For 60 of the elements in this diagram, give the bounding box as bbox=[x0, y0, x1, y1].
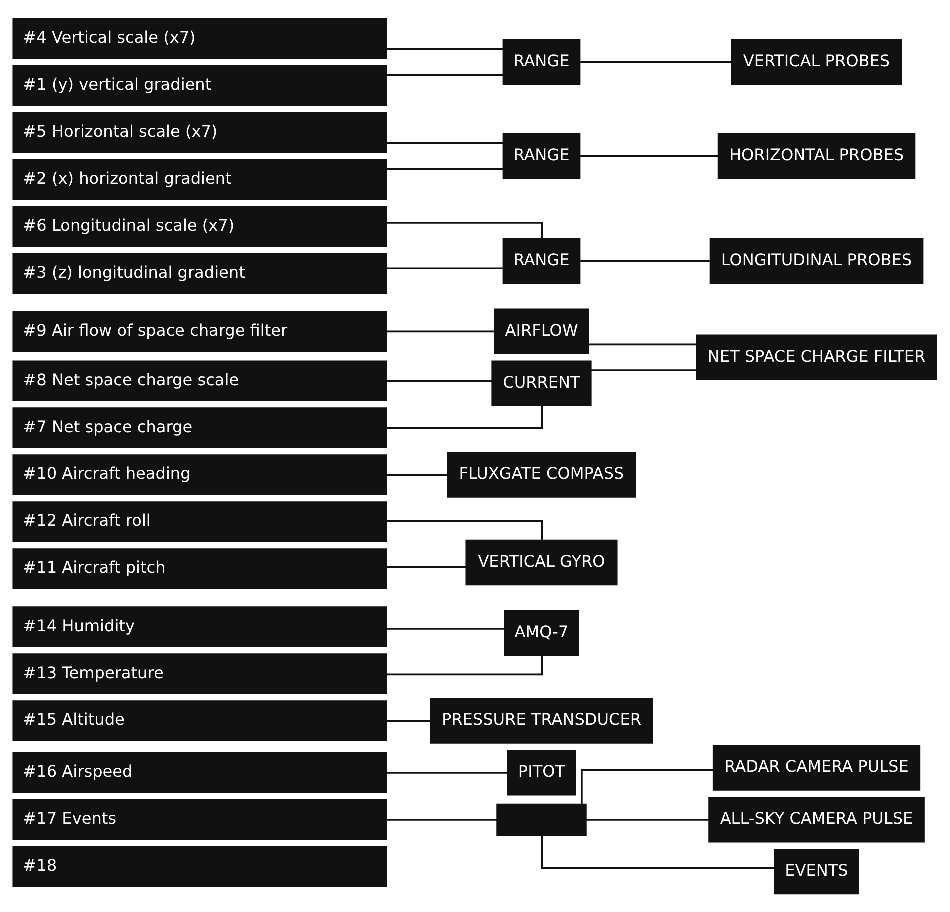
node-box: HORIZONTAL PROBES bbox=[718, 132, 916, 178]
node-box: VERTICAL GYRO bbox=[466, 539, 618, 586]
node-box: AIRFLOW bbox=[494, 308, 590, 354]
node-box: #14 Humidity bbox=[12, 606, 388, 647]
connector bbox=[386, 474, 448, 476]
connector bbox=[386, 380, 492, 382]
node-box: PRESSURE TRANSDUCER bbox=[430, 698, 653, 744]
connector bbox=[386, 168, 504, 170]
connector bbox=[386, 520, 544, 540]
connector bbox=[386, 772, 508, 774]
node-box: RANGE bbox=[502, 238, 581, 284]
connector bbox=[589, 343, 697, 346]
node-box: EVENTS bbox=[774, 848, 860, 894]
node-box: #6 Longitudinal scale (x7) bbox=[12, 206, 388, 246]
node-box: RADAR CAMERA PULSE bbox=[712, 744, 921, 790]
connector bbox=[580, 769, 714, 804]
node-box: #3 (z) longitudinal gradient bbox=[12, 252, 388, 294]
node-box: #18 bbox=[12, 846, 388, 887]
node-box: #8 Net space charge scale bbox=[12, 360, 388, 401]
node-box: CURRENT bbox=[492, 360, 592, 406]
connector bbox=[580, 260, 710, 262]
node-box: PITOT bbox=[507, 750, 576, 796]
node-box: #13 Temperature bbox=[12, 653, 388, 694]
connector bbox=[386, 74, 504, 76]
node-box bbox=[496, 803, 587, 836]
connector bbox=[386, 566, 466, 568]
connector bbox=[386, 142, 504, 144]
connector bbox=[386, 655, 544, 676]
node-box: ALL-SKY CAMERA PULSE bbox=[708, 796, 925, 842]
connector bbox=[591, 369, 697, 372]
connector bbox=[386, 406, 544, 428]
connector bbox=[541, 835, 774, 869]
node-box: #9 Air flow of space charge filter bbox=[12, 310, 388, 352]
node-box: #2 (x) horizontal gradient bbox=[12, 158, 388, 200]
node-box: #1 (y) vertical gradient bbox=[12, 64, 388, 106]
node-box: #7 Net space charge bbox=[12, 407, 388, 448]
connector bbox=[386, 628, 505, 630]
node-box: #4 Vertical scale (x7) bbox=[12, 18, 388, 59]
node-box: RANGE bbox=[502, 132, 581, 178]
connector bbox=[386, 48, 504, 50]
node-box: LONGITUDINAL PROBES bbox=[710, 238, 924, 284]
node-box: #5 Horizontal scale (x7) bbox=[12, 112, 388, 153]
connector bbox=[580, 154, 718, 157]
node-box: #12 Aircraft roll bbox=[12, 501, 388, 542]
connector bbox=[386, 330, 495, 332]
connector bbox=[386, 267, 504, 270]
node-box: #11 Aircraft pitch bbox=[12, 548, 388, 589]
node-box: #17 Events bbox=[12, 799, 388, 840]
connector bbox=[580, 60, 732, 63]
connector bbox=[386, 818, 498, 820]
node-box: #15 Altitude bbox=[12, 700, 388, 741]
connector bbox=[386, 720, 431, 722]
connector bbox=[586, 818, 710, 820]
node-box: AMQ-7 bbox=[504, 610, 580, 656]
node-box: FLUXGATE COMPASS bbox=[447, 452, 636, 498]
node-box: NET SPACE CHARGE FILTER bbox=[696, 334, 938, 380]
node-box: RANGE bbox=[502, 38, 581, 85]
node-box: VERTICAL PROBES bbox=[731, 38, 902, 85]
node-box: #16 Airspeed bbox=[12, 752, 388, 793]
node-box: #10 Aircraft heading bbox=[12, 454, 388, 495]
